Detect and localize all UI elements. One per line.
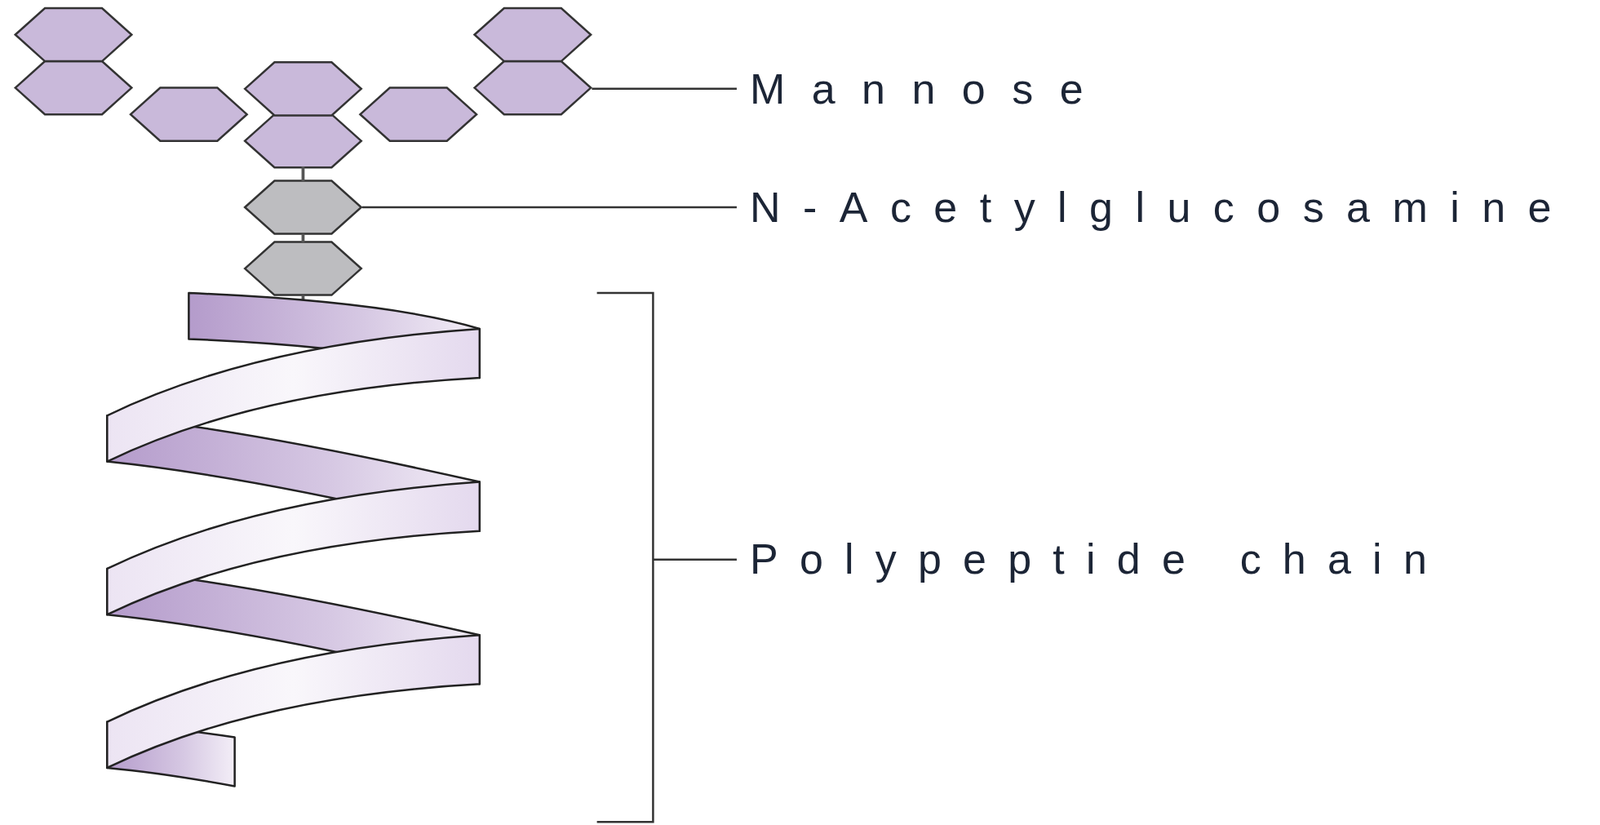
linkage-lines: [301, 166, 306, 304]
mannose-hexagon: [130, 88, 248, 142]
alpha-helix: [106, 292, 479, 786]
part-label: Polypeptide chain: [749, 534, 1449, 584]
part-label: Mannose: [749, 64, 1110, 114]
mannose-hexagon: [15, 8, 133, 62]
mannose-hexagon: [244, 114, 362, 168]
leader-lines: [362, 88, 737, 822]
mannose-hexagon: [244, 62, 362, 116]
mannose-hexagon: [15, 61, 133, 115]
mannose-hexagon: [474, 61, 592, 115]
mannose-hexagon: [359, 88, 477, 142]
glcnac-hexagon: [244, 180, 362, 234]
mannose-hexagon: [474, 8, 592, 62]
part-label: N-Acetylglucosamine: [749, 182, 1574, 232]
glcnac-hexagon: [244, 242, 362, 296]
